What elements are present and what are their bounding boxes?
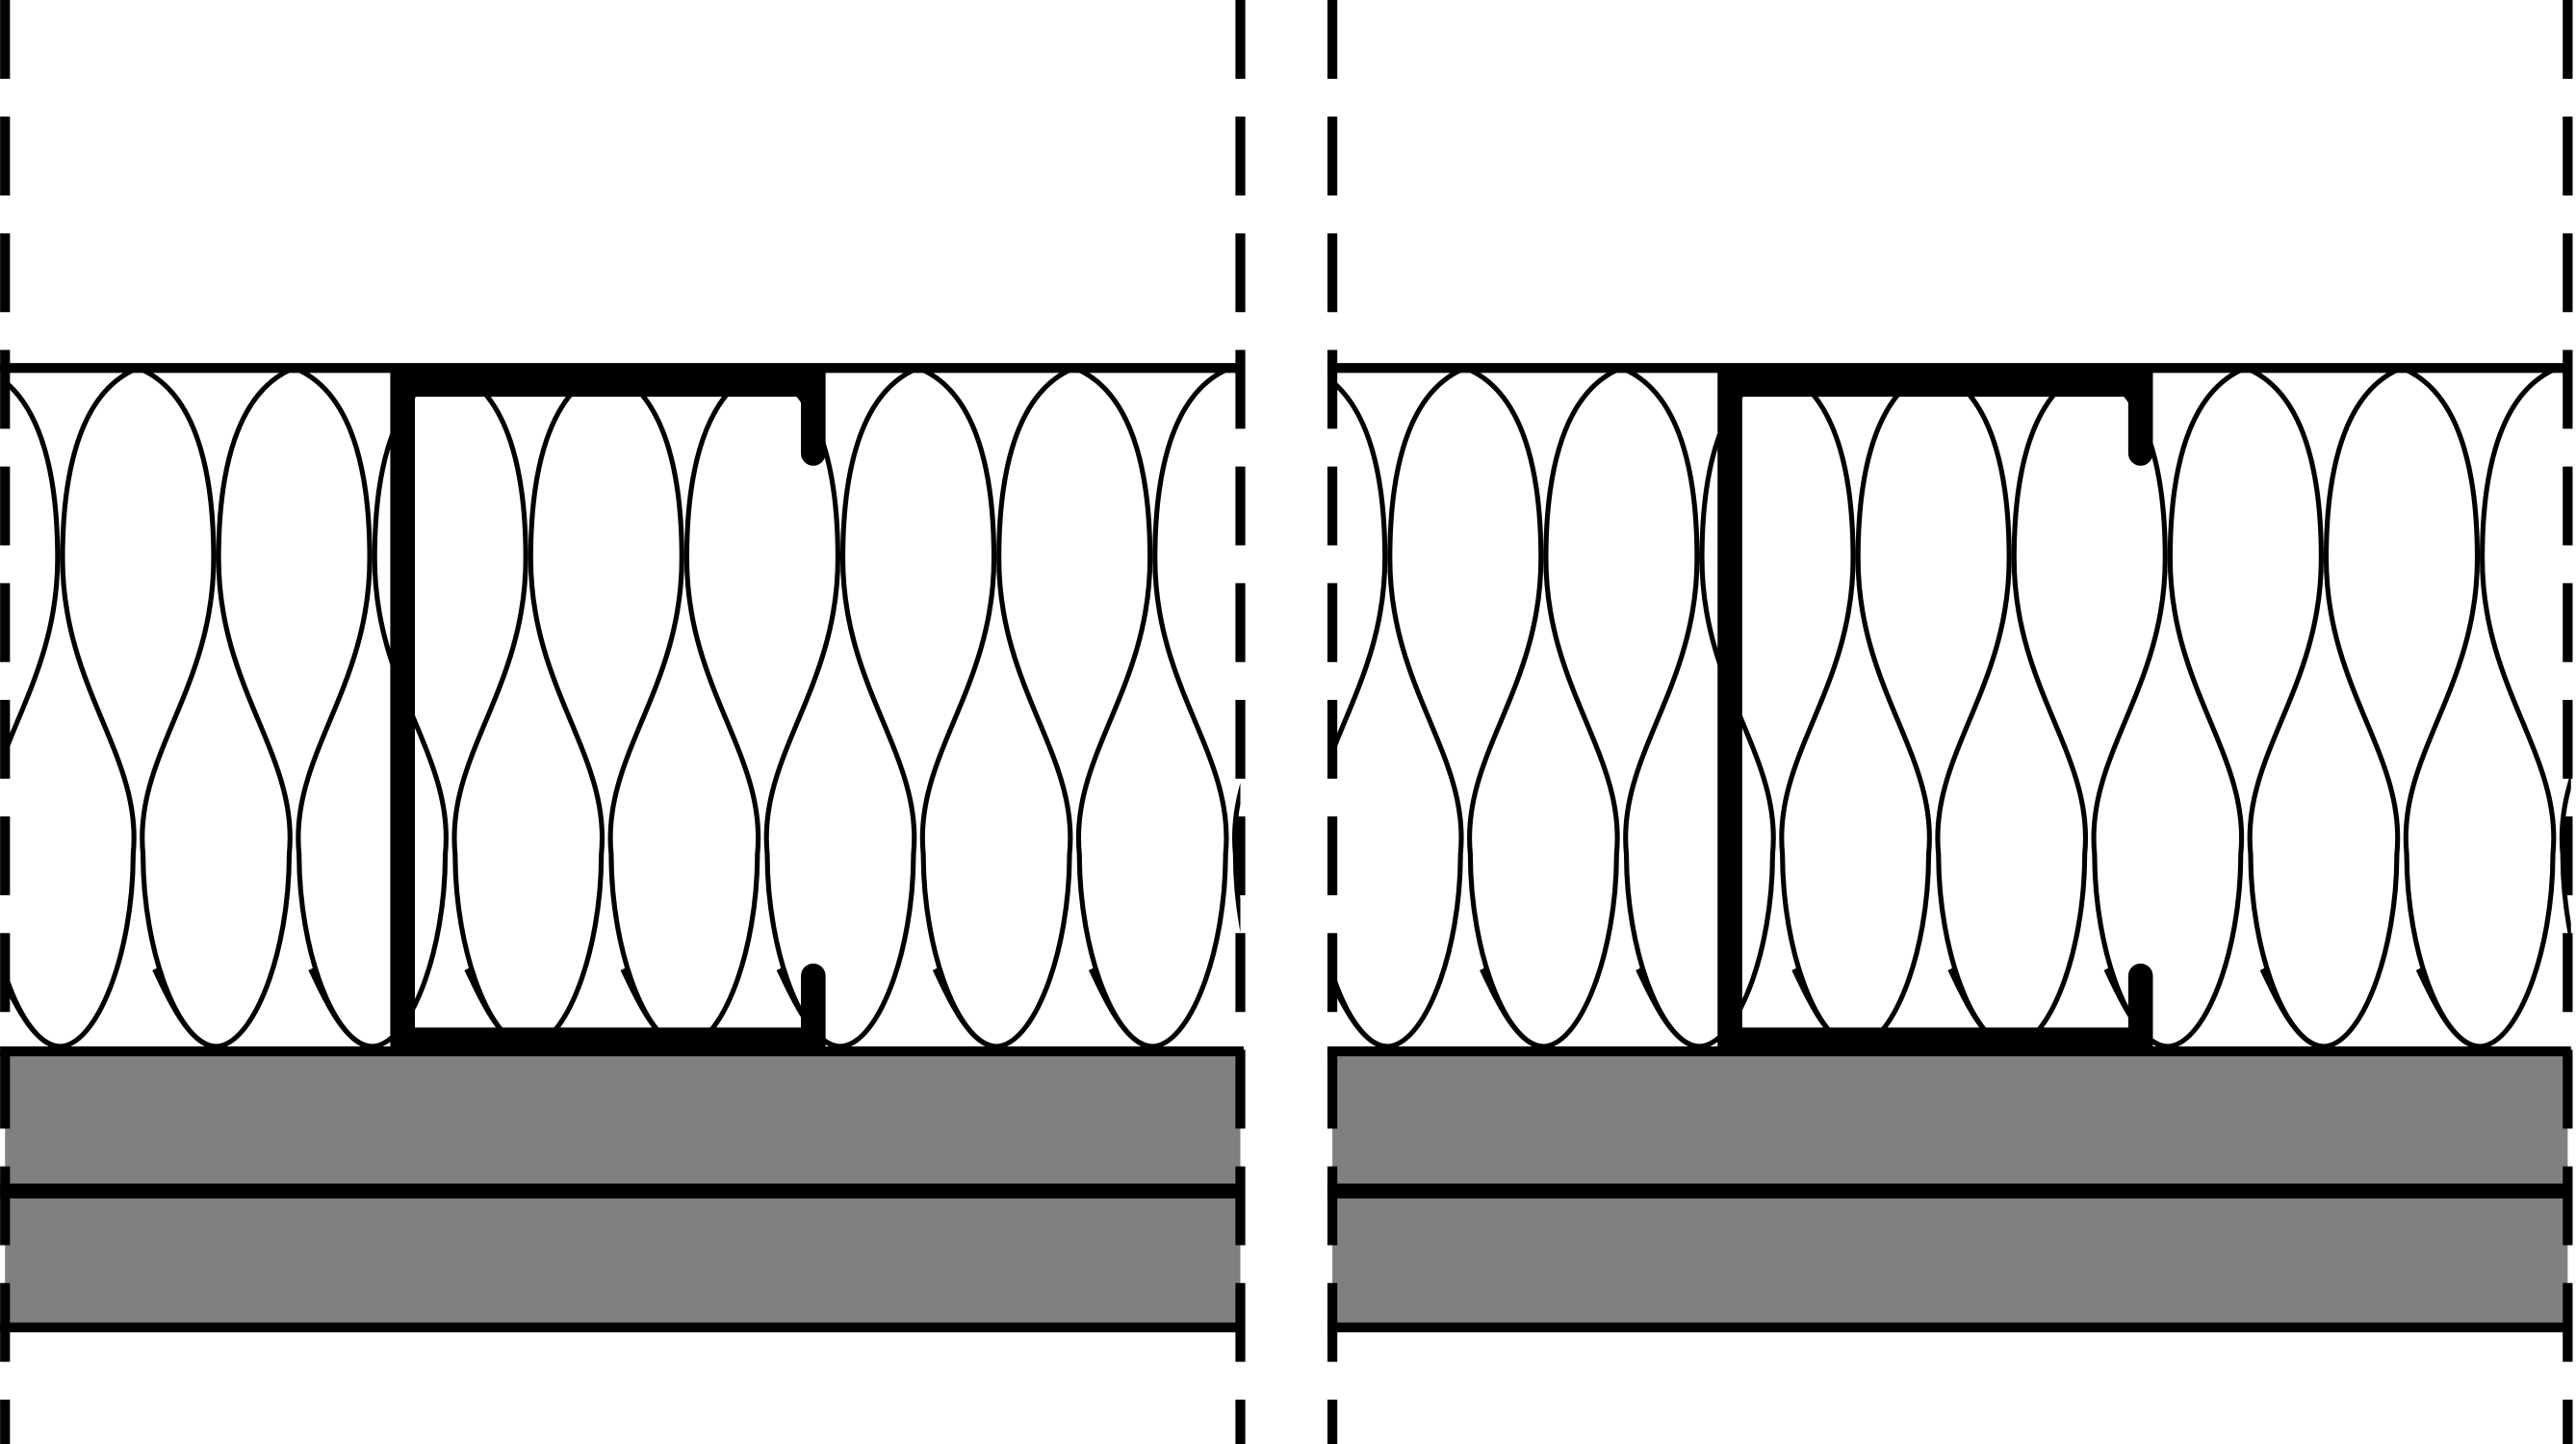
insulation-curve <box>1947 371 2089 1047</box>
insulation-curve <box>1088 371 1230 1047</box>
insulation-curve <box>1332 378 1389 1047</box>
insulation-curve <box>1480 371 1621 1047</box>
gypsum-board-2 <box>5 1191 1241 1328</box>
insulation-batt <box>1332 371 2571 1047</box>
insulation-curve <box>464 371 605 1047</box>
wall-panel-right <box>1327 0 2573 1444</box>
steel-c-stud <box>1717 372 2153 1053</box>
insulation-batt <box>5 368 1386 1047</box>
insulation-curve <box>1778 371 1857 1047</box>
insulation-curve <box>2403 371 2482 1047</box>
insulation-curve <box>1466 371 1545 1047</box>
gypsum-board-1 <box>5 1051 1241 1192</box>
insulation-curve <box>932 371 1073 1047</box>
insulation-curve <box>1791 371 1933 1047</box>
insulation-curve <box>139 371 218 1047</box>
insulation-curve <box>1934 371 2013 1047</box>
gypsum-board-2 <box>1332 1191 2568 1328</box>
insulation-curve <box>308 371 450 1047</box>
insulation-curve <box>152 371 294 1047</box>
insulation-curve <box>620 371 761 1047</box>
gypsum-board-1 <box>1332 1051 2568 1192</box>
insulation-curve <box>295 371 374 1047</box>
insulation-curve <box>2103 371 2245 1047</box>
insulation-curve <box>1075 371 1154 1047</box>
insulation-curve <box>919 371 998 1047</box>
insulation-curve <box>1622 371 1701 1047</box>
insulation-curve <box>451 371 529 1047</box>
insulation-curve <box>763 371 842 1047</box>
insulation-curve <box>2415 371 2557 1047</box>
insulation-curve <box>5 371 138 1047</box>
steel-c-stud <box>390 372 826 1053</box>
insulation-curve <box>2247 371 2326 1047</box>
stud-profile <box>390 372 826 1053</box>
insulation-curve <box>1247 368 1386 1046</box>
insulation-curve <box>1332 371 1465 1047</box>
insulation-curve <box>606 371 685 1047</box>
insulation-curve <box>776 371 917 1047</box>
insulation-curve <box>2090 371 2169 1047</box>
insulation-curve <box>1636 371 1777 1047</box>
stud-profile <box>1717 372 2153 1053</box>
insulation-curve <box>2259 371 2401 1047</box>
wall-panel-left <box>0 0 1386 1444</box>
